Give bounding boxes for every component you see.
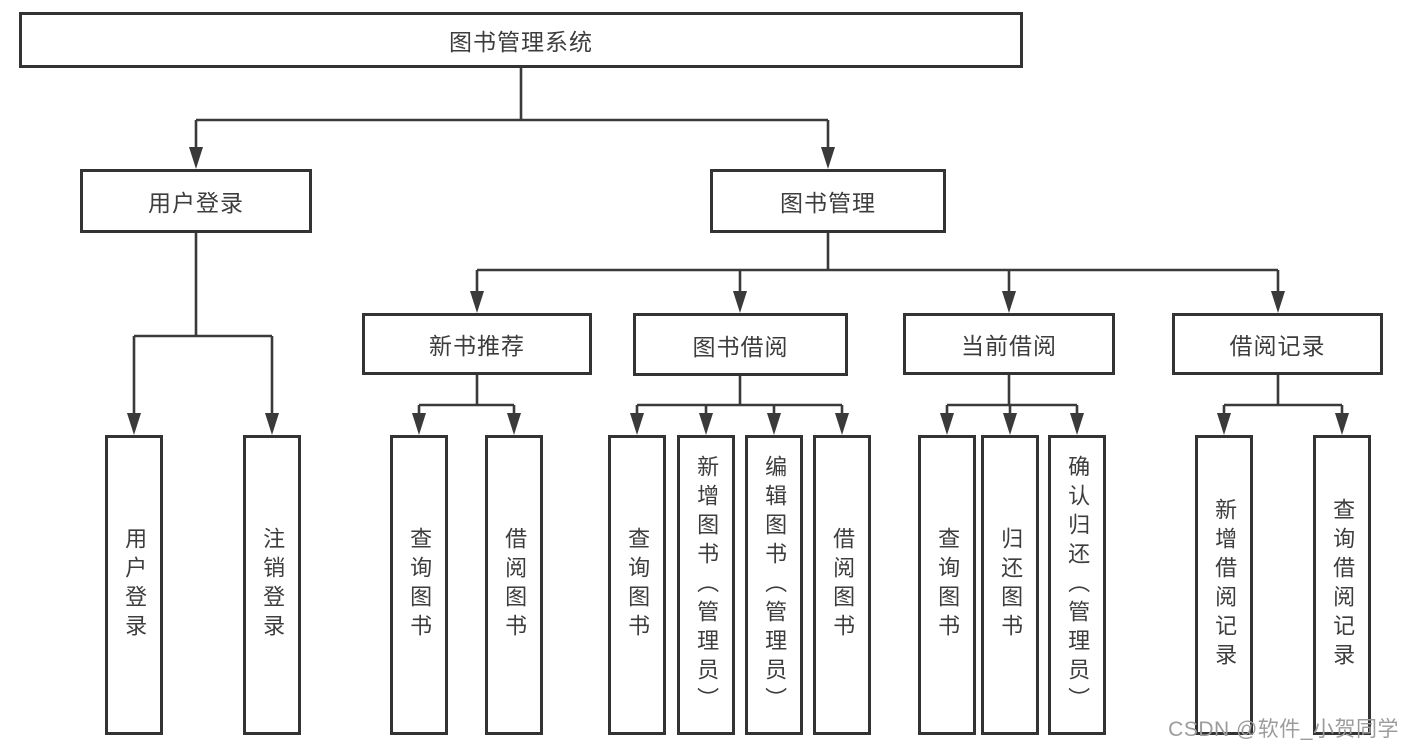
leaf-bb-edit-books-label: 编辑图书（管理员） — [762, 454, 788, 716]
leaf-bb-query-books: 查询图书 — [608, 435, 666, 735]
leaf-cb-confirm-return-label: 确认归还（管理员） — [1065, 454, 1091, 716]
connector-newbookrec-to-leaves — [412, 375, 521, 435]
leaf-bb-edit-books: 编辑图书（管理员） — [745, 435, 803, 735]
leaf-bb-add-books: 新增图书（管理员） — [677, 435, 735, 735]
node-book-borrowing: 图书借阅 — [633, 313, 848, 376]
leaf-nbr-borrow-books-label: 借阅图书 — [502, 527, 528, 643]
connector-bookborrow-to-leaves — [630, 375, 849, 435]
connector-currentborrow-to-leaves — [940, 375, 1084, 435]
node-borrowing-records: 借阅记录 — [1172, 313, 1383, 375]
leaf-cb-confirm-return: 确认归还（管理员） — [1048, 435, 1106, 735]
leaf-bb-add-books-label: 新增图书（管理员） — [694, 454, 720, 716]
connector-root-to-level2 — [189, 68, 835, 169]
leaf-bb-query-books-label: 查询图书 — [625, 527, 651, 643]
node-book-management-label: 图书管理 — [780, 190, 876, 216]
node-root-system: 图书管理系统 — [19, 12, 1023, 68]
leaf-cb-query-books-label: 查询图书 — [935, 527, 961, 643]
node-current-borrowing: 当前借阅 — [903, 313, 1115, 375]
leaf-nbr-query-books-label: 查询图书 — [407, 527, 433, 643]
leaf-user-login-label: 用户登录 — [122, 527, 148, 643]
connector-records-to-leaves — [1217, 375, 1349, 435]
node-root-system-label: 图书管理系统 — [449, 29, 593, 55]
leaf-user-login: 用户登录 — [105, 435, 163, 735]
leaf-nbr-borrow-books: 借阅图书 — [485, 435, 543, 735]
leaf-bb-borrow-books-label: 借阅图书 — [830, 527, 856, 643]
leaf-bb-borrow-books: 借阅图书 — [813, 435, 871, 735]
leaf-br-add-record-label: 新增借阅记录 — [1212, 498, 1238, 672]
connector-bookmgmt-to-level3 — [470, 233, 1285, 313]
node-new-book-recommend-label: 新书推荐 — [429, 333, 525, 359]
node-book-borrowing-label: 图书借阅 — [692, 333, 789, 360]
connector-userlogin-to-leaves — [127, 233, 279, 435]
node-user-login-label: 用户登录 — [148, 190, 244, 216]
node-current-borrowing-label: 当前借阅 — [961, 333, 1057, 359]
leaf-cb-return-books-label: 归还图书 — [998, 527, 1024, 643]
node-book-management: 图书管理 — [710, 169, 946, 233]
csdn-watermark: CSDN @软件_小贺同学 — [1168, 718, 1399, 741]
leaf-logout-label: 注销登录 — [260, 527, 286, 643]
node-new-book-recommend: 新书推荐 — [362, 313, 592, 375]
node-borrowing-records-label: 借阅记录 — [1229, 333, 1326, 359]
node-user-login: 用户登录 — [80, 169, 312, 233]
leaf-logout: 注销登录 — [243, 435, 301, 735]
leaf-br-add-record: 新增借阅记录 — [1195, 435, 1253, 735]
leaf-cb-return-books: 归还图书 — [981, 435, 1039, 735]
leaf-nbr-query-books: 查询图书 — [390, 435, 448, 735]
leaf-br-query-record: 查询借阅记录 — [1313, 435, 1371, 735]
leaf-cb-query-books: 查询图书 — [918, 435, 976, 735]
leaf-br-query-record-label: 查询借阅记录 — [1330, 498, 1356, 672]
